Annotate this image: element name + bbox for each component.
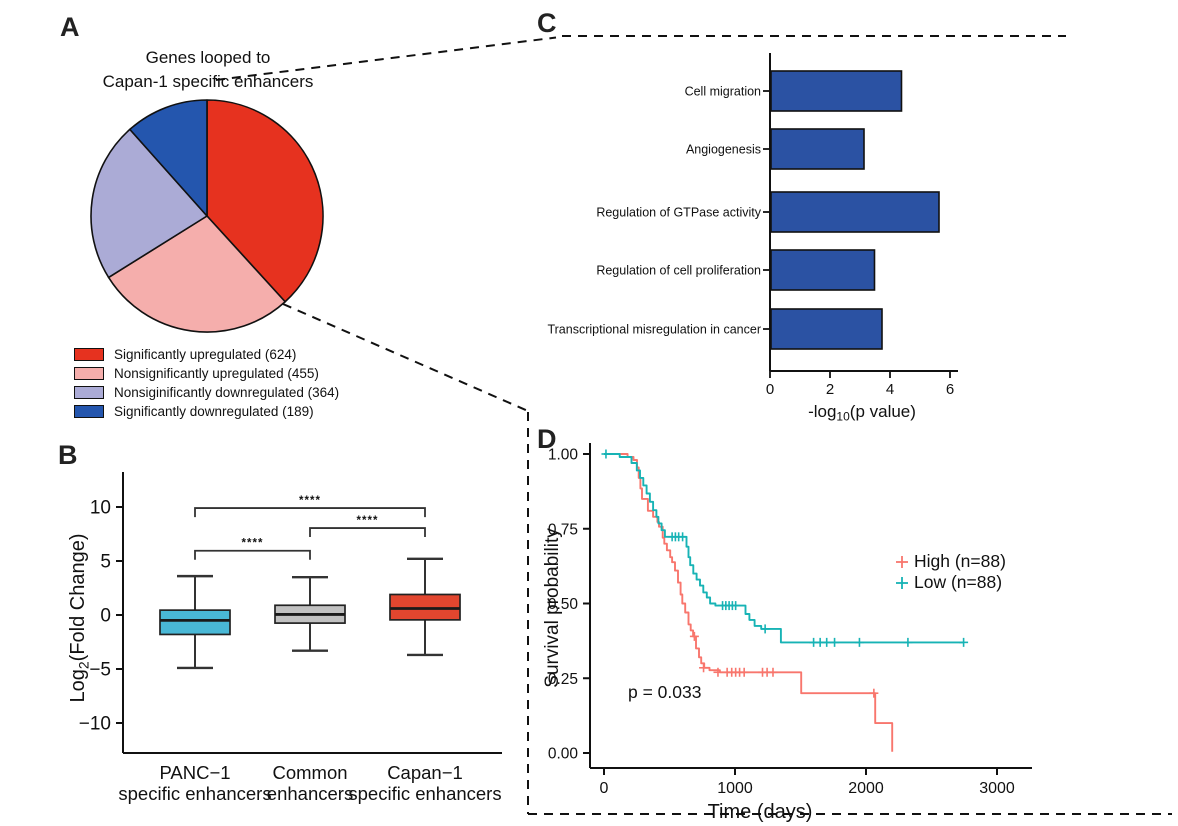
significance-bracket (194, 507, 426, 518)
km-x-axis-title: Time (days) (708, 801, 813, 823)
bar-x-tick-label: 2 (826, 381, 834, 398)
connector-bottom-diagonal (282, 303, 529, 412)
km-y-axis-title: Survival probability (542, 528, 563, 688)
bar (770, 308, 883, 350)
km-y-tick-label: 1.00 (548, 447, 579, 464)
panel-d-label: D (537, 424, 557, 454)
pie-slice-0 (206, 99, 324, 303)
pie-title-line1: Genes looped to (145, 48, 271, 67)
km-y-tick-label: 0.50 (548, 596, 579, 613)
significance-bracket (309, 527, 426, 538)
km-y-tick-label: 0.25 (548, 671, 578, 688)
significance-stars: **** (299, 495, 321, 507)
km-p-value: p = 0.033 (628, 682, 701, 702)
km-y-tick-label: 0.00 (548, 746, 579, 763)
bar-x-tick-label: 6 (946, 381, 954, 398)
panel-c-label: C (537, 8, 557, 38)
pie-legend-item: Nonsiginificantly downregulated (364) (74, 385, 339, 400)
bar (770, 70, 903, 112)
bar-category-label: Cell migration (685, 85, 761, 99)
boxplot-group-label-line1: Capan−1 (387, 762, 463, 783)
pie-legend-label: Nonsignificantly upregulated (455) (114, 366, 319, 381)
panel-b-label: B (58, 440, 78, 470)
pie-legend-item: Significantly downregulated (189) (74, 404, 339, 419)
km-curve-high (604, 453, 894, 752)
boxplot-y-tick-label: 5 (100, 552, 111, 573)
km-x-tick-label: 1000 (717, 780, 753, 797)
boxplot-y-axis-title: Log2(Fold Change) (67, 533, 91, 702)
bar-x-tick-label: 0 (766, 381, 774, 398)
km-legend-label: Low (n=88) (914, 572, 1002, 592)
significance-stars: **** (357, 515, 379, 527)
bar (770, 128, 865, 170)
bar-x-axis-title: -log10(p value) (808, 402, 916, 424)
km-x-tick-label: 3000 (979, 780, 1015, 797)
bar-x-tick-label: 4 (886, 381, 894, 398)
pie-legend-label: Significantly upregulated (624) (114, 347, 297, 362)
bar-category-label: Transcriptional misregulation in cancer (547, 323, 761, 337)
box-body (159, 609, 231, 636)
boxplot-group-label-line2: specific enhancers (118, 783, 271, 804)
pie-legend-swatch (74, 405, 104, 418)
km-x-tick-label: 2000 (848, 780, 884, 797)
panel-a-label: A (60, 12, 80, 42)
pie-title-line2: Capan-1 specific enhancers (102, 71, 314, 91)
pie-legend-label: Nonsiginificantly downregulated (364) (114, 385, 340, 400)
significance-stars: **** (242, 538, 264, 550)
boxplot-y-tick-label: 10 (90, 498, 111, 519)
boxplot-y-tick-label: 0 (100, 606, 111, 627)
pie-chart-title: Genes looped to Capan-1 specific enhance… (58, 46, 358, 94)
pie-slice-2 (90, 128, 208, 279)
km-x-tick-label: 0 (600, 780, 609, 797)
boxplot-group-label-line2: enhancers (267, 783, 353, 804)
bar (770, 191, 940, 233)
pie-legend-label: Significantly downregulated (189) (114, 404, 314, 419)
pie-slice-1 (107, 215, 286, 333)
bar-category-label: Regulation of cell proliferation (596, 264, 761, 278)
pie-legend-item: Significantly upregulated (624) (74, 347, 339, 362)
pie-legend-swatch (74, 386, 104, 399)
km-curve-low (604, 453, 965, 644)
pie-slice-3 (129, 99, 208, 217)
km-legend-label: High (n=88) (914, 551, 1006, 571)
bar (770, 249, 876, 291)
pie-legend: Significantly upregulated (624) Nonsignif… (74, 347, 339, 423)
pie-legend-swatch (74, 367, 104, 380)
pie-legend-swatch (74, 348, 104, 361)
boxplot-group-label-line2: specific enhancers (348, 783, 501, 804)
significance-bracket (194, 549, 311, 560)
pie-chart (90, 99, 324, 333)
pie-legend-item: Nonsignificantly upregulated (455) (74, 366, 339, 381)
boxplot-group-label-line1: Common (272, 762, 347, 783)
bar-category-label: Regulation of GTPase activity (596, 206, 761, 220)
boxplot-y-tick-label: −5 (89, 660, 111, 681)
bar-category-label: Angiogenesis (686, 143, 761, 157)
km-y-tick-label: 0.75 (548, 521, 578, 538)
boxplot-y-tick-label: −10 (79, 714, 111, 735)
boxplot-group-label-line1: PANC−1 (159, 762, 230, 783)
